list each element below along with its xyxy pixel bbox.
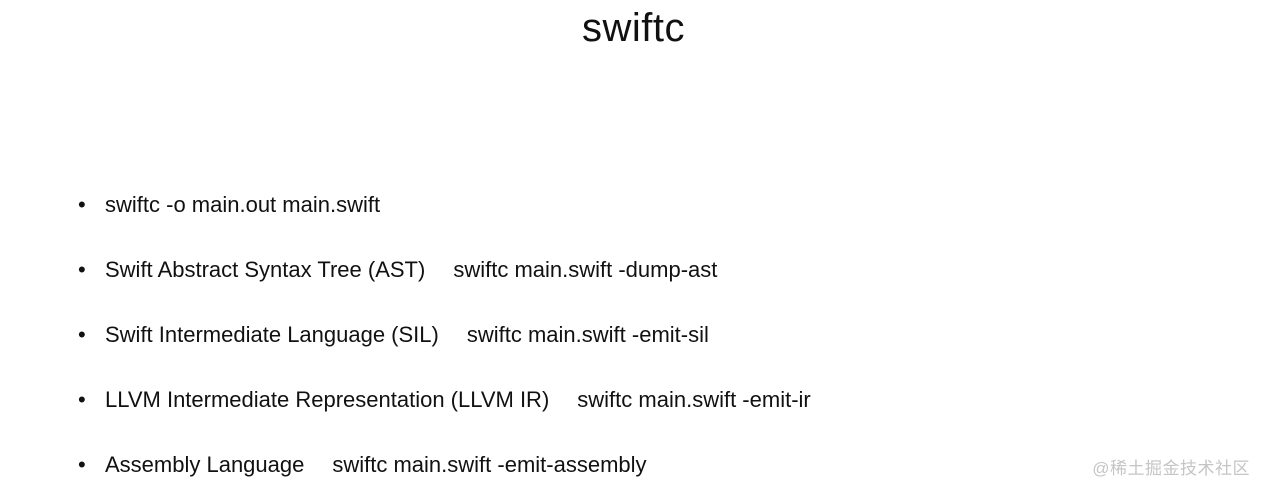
- bullet-icon: •: [78, 452, 86, 477]
- item-label: Swift Abstract Syntax Tree (AST): [105, 257, 426, 282]
- list-item: • Swift Abstract Syntax Tree (AST) swift…: [78, 255, 1178, 285]
- item-label: Swift Intermediate Language (SIL): [105, 322, 439, 347]
- item-command: swiftc main.swift -emit-ir: [577, 387, 811, 412]
- item-command: swiftc -o main.out main.swift: [105, 192, 381, 217]
- list-item: • Swift Intermediate Language (SIL) swif…: [78, 320, 1178, 350]
- watermark: @稀土掘金技术社区: [1092, 459, 1250, 478]
- list-item: • swiftc -o main.out main.swift: [78, 190, 1178, 220]
- bullet-list: • swiftc -o main.out main.swift • Swift …: [78, 190, 1178, 493]
- bullet-icon: •: [78, 387, 86, 412]
- item-command: swiftc main.swift -dump-ast: [453, 257, 718, 282]
- list-item: • Assembly Language swiftc main.swift -e…: [78, 450, 1178, 480]
- item-command: swiftc main.swift -emit-assembly: [332, 452, 647, 477]
- item-label: Assembly Language: [105, 452, 305, 477]
- item-label: LLVM Intermediate Representation (LLVM I…: [105, 387, 550, 412]
- bullet-icon: •: [78, 257, 86, 282]
- bullet-icon: •: [78, 322, 86, 347]
- item-command: swiftc main.swift -emit-sil: [466, 322, 709, 347]
- page-title: swiftc: [582, 6, 685, 50]
- list-item: • LLVM Intermediate Representation (LLVM…: [78, 385, 1178, 415]
- bullet-icon: •: [78, 192, 86, 217]
